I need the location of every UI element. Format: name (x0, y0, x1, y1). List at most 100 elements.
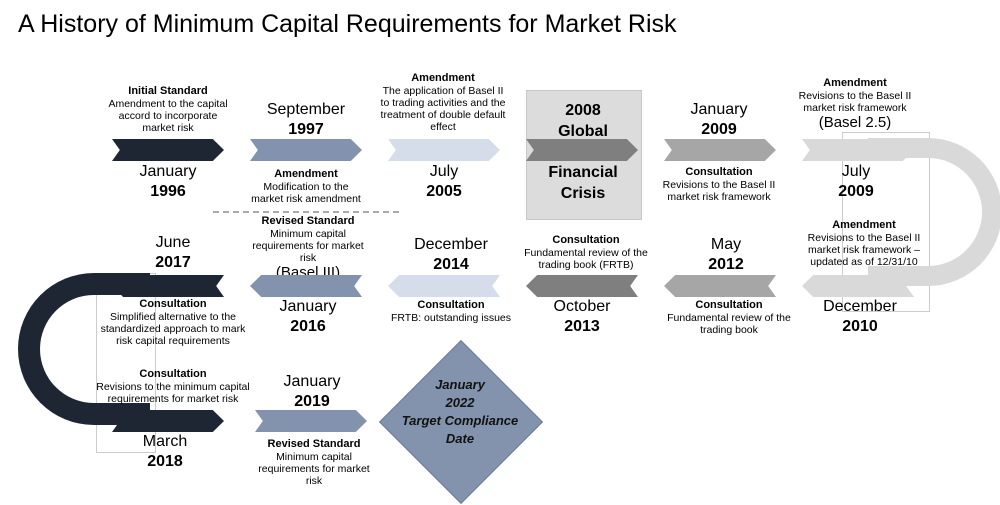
event-2012-year: 2012 (708, 256, 744, 273)
event-2017-body: Simplified alternative to the standardiz… (100, 311, 246, 347)
event-2014-body: FRTB: outstanding issues (390, 312, 512, 324)
event-2017-year: 2017 (155, 254, 191, 271)
event-2012-body: Fundamental review of the trading book (667, 312, 791, 336)
event-2009a-date: January 2009 (659, 100, 779, 140)
event-2009b-date: July 2009 (796, 162, 916, 202)
event-2012-description: Consultation Fundamental review of the t… (666, 299, 792, 336)
event-2019-description: Revised Standard Minimum capital require… (252, 438, 376, 487)
timeline-arrow-2009a (664, 139, 776, 161)
event-2012-date: May 2012 (666, 235, 786, 275)
event-2010-year: 2010 (842, 318, 878, 335)
event-2019-year: 2019 (294, 393, 330, 410)
event-2014-heading: Consultation (417, 299, 485, 311)
crisis-label-top: 2008 Global (526, 100, 640, 142)
event-2009a-month: January (690, 101, 748, 118)
event-2019-date: January 2019 (252, 372, 372, 412)
event-2010-heading: Amendment (832, 219, 896, 231)
event-2009b-description: Amendment Revisions to the Basel II mark… (792, 77, 918, 132)
timeline-arrow-2014 (388, 275, 500, 297)
event-2016-description: Revised Standard Minimum capital require… (246, 215, 370, 282)
event-2009b-body: Revisions to the Basel II market risk fr… (798, 90, 912, 114)
event-2005-year: 2005 (426, 183, 462, 200)
event-1996-date: January 1996 (108, 162, 228, 202)
event-2009a-description: Consultation Revisions to the Basel II m… (656, 166, 782, 203)
event-2017-heading: Consultation (139, 298, 207, 310)
event-2014-date: December 2014 (391, 235, 511, 275)
event-2005-heading: Amendment (411, 72, 475, 84)
event-2009b-extra: (Basel 2.5) (818, 114, 892, 131)
event-1996-description: Initial Standard Amendment to the capita… (108, 85, 228, 134)
event-2016-heading: Revised Standard (261, 215, 355, 227)
event-2012-month: May (710, 236, 742, 253)
target-compliance: Target Compliance (401, 413, 519, 428)
timeline-arrow-2005 (388, 139, 500, 161)
event-2013-body: Fundamental review of the trading book (… (524, 247, 648, 271)
event-2014-month: December (414, 236, 488, 253)
crisis-word-financial: Financial (548, 164, 618, 181)
event-2009b-year: 2009 (838, 183, 874, 200)
timeline-arrow-2009b (802, 139, 914, 161)
event-1997-date: September 1997 (246, 100, 366, 140)
dashed-separator (213, 211, 399, 213)
timeline-arrow-2018 (112, 410, 224, 432)
timeline-arrow-2012 (664, 275, 776, 297)
crisis-word-crisis: Crisis (560, 185, 606, 202)
event-2013-month: October (553, 298, 611, 315)
event-1996-month: January (139, 163, 197, 180)
event-2017-month: June (155, 234, 191, 251)
target-date-label: January 2022 Target Compliance Date (380, 376, 540, 448)
event-2019-body: Minimum capital requirements for market … (258, 451, 370, 487)
event-2018-description: Consultation Revisions to the minimum ca… (92, 368, 254, 405)
crisis-word-global: Global (558, 123, 608, 140)
event-1996-heading: Initial Standard (128, 85, 208, 97)
event-2005-date: July 2005 (384, 162, 504, 202)
event-2013-description: Consultation Fundamental review of the t… (522, 234, 650, 271)
event-2014-description: Consultation FRTB: outstanding issues (386, 299, 516, 324)
crisis-label-bottom: Financial Crisis (526, 162, 640, 204)
event-2012-heading: Consultation (695, 299, 763, 311)
target-date-word: Date (445, 431, 475, 446)
event-1997-heading: Amendment (274, 168, 338, 180)
event-1997-year: 1997 (288, 121, 324, 138)
page-title: A History of Minimum Capital Requirement… (18, 10, 677, 38)
event-2009a-year: 2009 (701, 121, 737, 138)
event-1997-month: September (266, 101, 346, 118)
timeline-arrow-2017 (112, 275, 224, 297)
event-2018-year: 2018 (147, 453, 183, 470)
event-2018-month: March (142, 433, 188, 450)
event-1997-description: Amendment Modification to the market ris… (246, 168, 366, 205)
event-2005-description: Amendment The application of Basel II to… (380, 72, 506, 133)
event-2013-year: 2013 (564, 318, 600, 335)
timeline-arrow-1997 (250, 139, 362, 161)
event-2010-description: Amendment Revisions to the Basel II mark… (796, 219, 932, 268)
event-2013-date: October 2013 (522, 297, 642, 337)
timeline-arrow-2008 (526, 139, 638, 161)
timeline-arrow-2010 (802, 275, 914, 297)
target-month: January (435, 377, 485, 392)
event-2010-date: December 2010 (800, 297, 920, 337)
event-1997-body: Modification to the market risk amendmen… (251, 181, 361, 205)
event-1996-body: Amendment to the capital accord to incor… (108, 98, 228, 134)
event-2009b-heading: Amendment (823, 77, 887, 89)
crisis-year: 2008 (565, 102, 601, 119)
event-2016-date: January 2016 (248, 297, 368, 337)
event-2017-description: Consultation Simplified alternative to t… (94, 298, 252, 347)
timeline-arrow-1996 (112, 139, 224, 161)
event-2009b-month: July (841, 163, 871, 180)
event-2009a-body: Revisions to the Basel II market risk fr… (662, 179, 776, 203)
event-2019-heading: Revised Standard (267, 438, 361, 450)
event-1996-year: 1996 (150, 183, 186, 200)
event-2019-month: January (283, 373, 341, 390)
timeline-arrow-2019 (255, 410, 367, 432)
target-year: 2022 (445, 395, 475, 410)
event-2005-body: The application of Basel II to trading a… (380, 85, 506, 133)
event-2017-date: June 2017 (113, 233, 233, 273)
event-2018-date: March 2018 (105, 432, 225, 472)
event-2018-heading: Consultation (139, 368, 207, 380)
event-2016-year: 2016 (290, 318, 326, 335)
event-2016-body: Minimum capital requirements for market … (252, 228, 364, 264)
event-2005-month: July (429, 163, 459, 180)
timeline-arrow-2013 (526, 275, 638, 297)
event-2016-month: January (279, 298, 337, 315)
event-2010-month: December (823, 298, 897, 315)
